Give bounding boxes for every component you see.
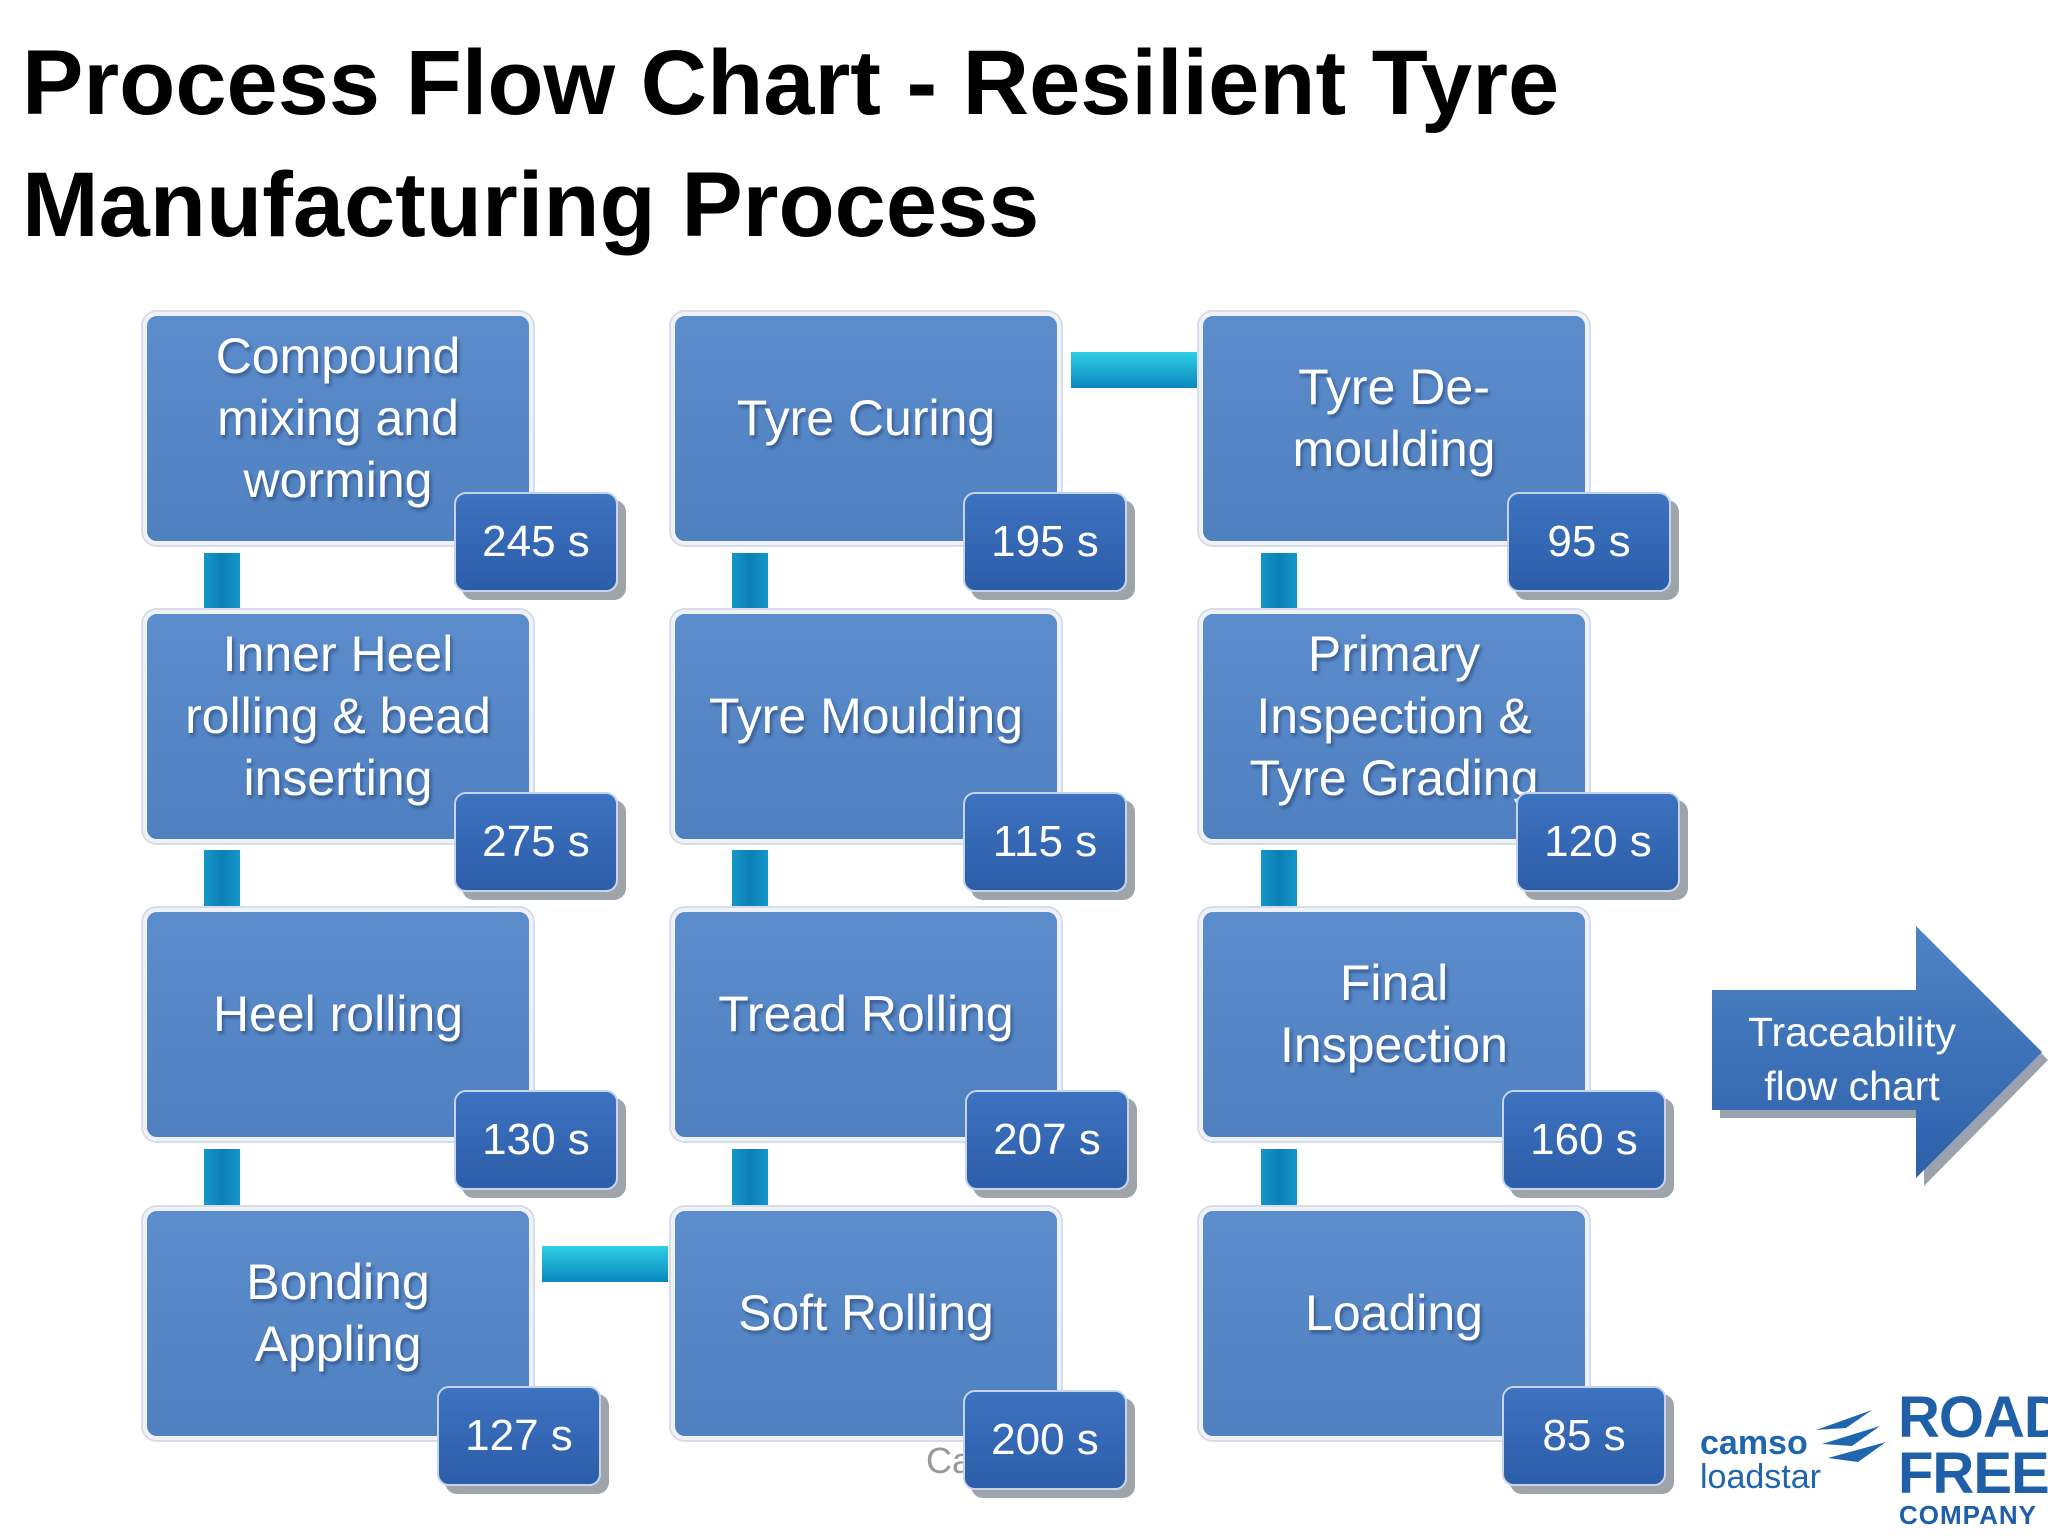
process-step-label: Tyre De- moulding bbox=[1292, 358, 1496, 477]
process-step-label: Compound mixing and worming bbox=[215, 327, 461, 508]
duration-value: 95 s bbox=[1547, 517, 1631, 566]
process-step-label: Primary Inspection & Tyre Grading bbox=[1249, 625, 1539, 806]
duration-value: 207 s bbox=[993, 1115, 1101, 1164]
connector-inner-heel-to-heel-rolling bbox=[204, 850, 240, 907]
process-step-loading: Loading bbox=[1199, 1207, 1589, 1440]
duration-value: 200 s bbox=[991, 1415, 1099, 1464]
duration-badge: 120 s bbox=[1516, 792, 1680, 892]
camso-logo-name: camso bbox=[1700, 1424, 1808, 1462]
duration-badge: 275 s bbox=[454, 792, 618, 892]
duration-badge: 127 s bbox=[437, 1386, 601, 1486]
connector-tyre-moulding-to-tyre-curing bbox=[732, 553, 768, 610]
duration-badge: 95 s bbox=[1507, 492, 1671, 592]
duration-badge: 245 s bbox=[454, 492, 618, 592]
duration-value: 245 s bbox=[482, 517, 590, 566]
duration-badge: 115 s bbox=[963, 792, 1127, 892]
duration-value: 115 s bbox=[992, 817, 1098, 866]
camso-loadstar-logo bbox=[1816, 1410, 1886, 1462]
process-step-label: Tyre Curing bbox=[736, 389, 996, 446]
connector-compound-to-inner-heel bbox=[204, 553, 240, 610]
traceability-link[interactable]: Traceability flow chart bbox=[1747, 1009, 1957, 1109]
process-step-label: Loading bbox=[1305, 1284, 1483, 1341]
process-step-label: Soft Rolling bbox=[738, 1284, 994, 1341]
road-free-logo-line-1: ROAD bbox=[1898, 1385, 2048, 1450]
process-step-label: Final Inspection bbox=[1280, 954, 1508, 1073]
duration-value: 130 s bbox=[482, 1115, 590, 1164]
camso-logo-sub: loadstar bbox=[1700, 1458, 1821, 1496]
connector-tread-rolling-to-tyre-moulding bbox=[732, 850, 768, 907]
connector-bonding-to-soft-rolling bbox=[542, 1246, 668, 1282]
traceability-arrow-icon[interactable] bbox=[1712, 920, 2048, 1194]
duration-value: 120 s bbox=[1544, 817, 1652, 866]
duration-badge: 195 s bbox=[963, 492, 1127, 592]
connector-final-inspection-to-loading bbox=[1261, 1149, 1297, 1206]
process-step-label: Tyre Moulding bbox=[708, 687, 1024, 744]
road-free-logo-line-3: COMPANY bbox=[1899, 1500, 2037, 1530]
duration-badge: 160 s bbox=[1502, 1090, 1666, 1190]
duration-badge: 207 s bbox=[965, 1090, 1129, 1190]
duration-badge: 85 s bbox=[1502, 1386, 1666, 1486]
page-title-line-1: Process Flow Chart - Resilient Tyre bbox=[22, 32, 1560, 134]
process-step-label: Inner Heel rolling & bead inserting bbox=[185, 625, 491, 806]
page-title-line-2: Manufacturing Process bbox=[22, 154, 1040, 256]
duration-badge: 200 s bbox=[963, 1390, 1127, 1490]
connector-soft-rolling-to-tread-rolling bbox=[732, 1149, 768, 1206]
process-step-label: Bonding Appling bbox=[246, 1253, 430, 1372]
road-free-logo-line-2: FREE bbox=[1898, 1441, 2048, 1506]
duration-value: 195 s bbox=[991, 517, 1099, 566]
duration-value: 127 s bbox=[465, 1411, 573, 1460]
page-title: Process Flow Chart - Resilient Tyre Manu… bbox=[22, 22, 1582, 266]
connector-tyre-curing-to-de-moulding bbox=[1071, 352, 1197, 388]
process-step-label: Tread Rolling bbox=[718, 985, 1014, 1042]
duration-value: 160 s bbox=[1530, 1115, 1638, 1164]
connector-heel-rolling-to-bonding bbox=[204, 1149, 240, 1206]
duration-value: 275 s bbox=[482, 817, 590, 866]
duration-badge: 130 s bbox=[454, 1090, 618, 1190]
duration-value: 85 s bbox=[1542, 1411, 1626, 1460]
connector-primary-to-final-inspection bbox=[1261, 850, 1297, 907]
road-free-company-logo: ROAD FREE COMPANY bbox=[1898, 1385, 2048, 1530]
process-step-label: Heel rolling bbox=[212, 985, 464, 1042]
connector-de-moulding-to-primary-inspection bbox=[1261, 553, 1297, 610]
